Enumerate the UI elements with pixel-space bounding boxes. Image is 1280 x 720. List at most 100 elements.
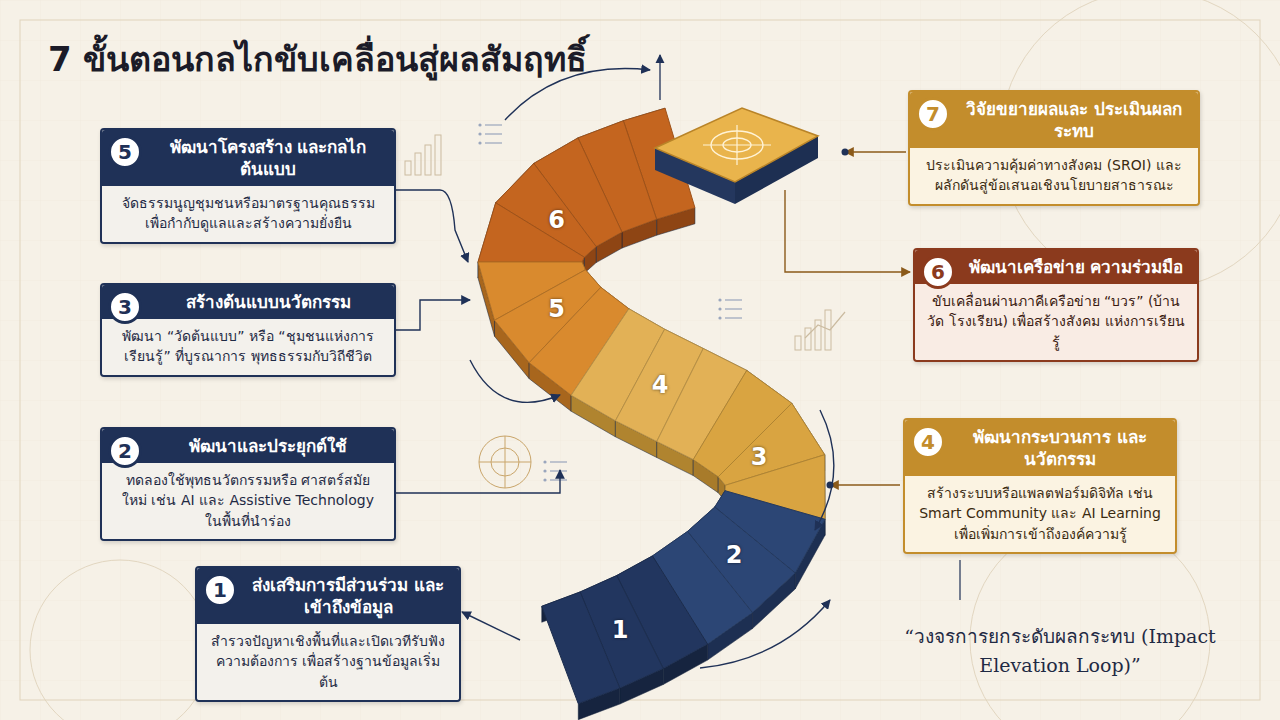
number-circle: 7 (916, 97, 950, 131)
list-dot (718, 307, 721, 310)
stair-step (542, 592, 620, 704)
leader-line (392, 190, 468, 262)
box-heading: พัฒนากระบวนการ และนวัตกรรม (905, 420, 1175, 476)
list-dot (543, 469, 546, 472)
callout-number: 2 (118, 439, 132, 463)
chart-bar (415, 153, 421, 175)
list-line (485, 142, 502, 143)
leader-line (845, 151, 906, 152)
chart-bar (405, 161, 411, 175)
callout-number: 4 (921, 430, 935, 454)
chart-icon (405, 135, 441, 175)
box-body: ขับเคลื่อนผ่านภาคีเครือข่าย “บวร” (บ้าน … (915, 284, 1197, 360)
number-circle: 2 (108, 434, 142, 468)
compass-ring (479, 436, 531, 488)
leader-line (830, 484, 900, 485)
number-circle: 5 (108, 135, 142, 169)
step-number: 3 (751, 443, 768, 471)
title: 7 ขั้นตอนกลไกขับเคลื่อนสู่ผลสัมฤทธิ์ (48, 32, 588, 86)
leader-line (700, 600, 830, 668)
staircase (478, 108, 825, 719)
step-number: 2 (726, 541, 743, 569)
list-icon (543, 460, 567, 481)
target-icon (703, 125, 771, 165)
box-body: ทดลองใช้พุทธนวัตกรรมหรือ ศาสตร์สมัยใหม่ … (102, 463, 394, 539)
step-number: 1 (612, 616, 629, 644)
number-circle: 4 (911, 425, 945, 459)
list-icon (478, 123, 502, 144)
callout-number: 3 (118, 295, 132, 319)
step-box: พัฒนาและประยุกต์ใช้ทดลองใช้พุทธนวัตกรรมห… (100, 427, 396, 541)
list-line (550, 461, 567, 462)
callout-number: 7 (926, 102, 940, 126)
chart-bar (805, 328, 811, 350)
stair-step (478, 203, 584, 262)
leader-line (462, 612, 520, 640)
list-line (485, 124, 502, 125)
list-line (725, 299, 742, 300)
chart-bar (435, 135, 441, 175)
step-box: ส่งเสริมการมีส่วนร่วม และเข้าถึงข้อมูลสำ… (195, 566, 461, 702)
list-dot (718, 298, 721, 301)
list-dot (543, 460, 546, 463)
leader-line (785, 190, 910, 272)
step-box: สร้างต้นแบบนวัตกรรมพัฒนา “วัดต้นแบบ” หรื… (100, 283, 396, 377)
leader-line (815, 410, 834, 530)
caption: “วงจรการยกระดับผลกระทบ (Impact Elevation… (900, 622, 1220, 679)
leader-dot (842, 149, 849, 156)
step-box: พัฒนาเครือข่าย ความร่วมมือขับเคลื่อนผ่าน… (913, 248, 1199, 362)
list-dot (718, 316, 721, 319)
leader-line (392, 470, 560, 493)
box-body: สำรวจปัญหาเชิงพื้นที่และเปิดเวทีรับฟัง ค… (197, 624, 459, 700)
list-line (550, 470, 567, 471)
leader-dot (827, 482, 834, 489)
list-dot (543, 478, 546, 481)
chart-line (805, 312, 845, 338)
chart-bar (795, 336, 801, 350)
number-circle: 1 (203, 573, 237, 607)
box-heading: พัฒนาโครงสร้าง และกลไกต้นแบบ (102, 130, 394, 186)
callout-number: 6 (931, 260, 945, 284)
caption-tick (959, 560, 960, 600)
chart-bar (425, 145, 431, 175)
box-heading: พัฒนาเครือข่าย ความร่วมมือ (915, 250, 1197, 284)
list-line (550, 479, 567, 480)
compass-cross (479, 436, 531, 488)
box-heading: ส่งเสริมการมีส่วนร่วม และเข้าถึงข้อมูล (197, 568, 459, 624)
box-body: จัดธรรมนูญชุมชนหรือมาตรฐานคุณธรรม เพื่อก… (102, 186, 394, 242)
box-body: ประเมินความคุ้มค่าทางสังคม (SROI) และผลั… (910, 148, 1198, 204)
step-number: 5 (548, 295, 565, 323)
step-box: พัฒนาโครงสร้าง และกลไกต้นแบบจัดธรรมนูญชุ… (100, 128, 396, 244)
box-heading: สร้างต้นแบบนวัตกรรม (102, 285, 394, 319)
frame (20, 20, 1260, 700)
callout-number: 5 (118, 140, 132, 164)
step-box: พัฒนากระบวนการ และนวัตกรรมสร้างระบบหรือแ… (903, 418, 1177, 554)
list-dot (478, 123, 481, 126)
list-line (725, 308, 742, 309)
step-box: วิจัยขยายผลและ ประเมินผลกระทบประเมินความ… (908, 90, 1200, 206)
box-heading: วิจัยขยายผลและ ประเมินผลกระทบ (910, 92, 1198, 148)
upward-arrow (659, 55, 660, 100)
box-body: สร้างระบบหรือแพลตฟอร์มดิจิทัล เช่น Smart… (905, 476, 1175, 552)
callout-number: 1 (213, 578, 227, 602)
box-body: พัฒนา “วัดต้นแบบ” หรือ “ชุมชนแห่งการเรีย… (102, 319, 394, 375)
platform-top (655, 108, 818, 182)
list-icon (718, 298, 742, 319)
compass-icon (479, 436, 531, 488)
step-number: 4 (652, 371, 669, 399)
number-circle: 3 (108, 290, 142, 324)
list-dot (478, 132, 481, 135)
leader-line (470, 360, 560, 402)
list-dot (478, 141, 481, 144)
deco-circle (30, 560, 210, 720)
target-cross (703, 125, 771, 165)
list-line (485, 133, 502, 134)
step-number: 6 (548, 206, 565, 234)
number-circle: 6 (921, 255, 955, 289)
box-heading: พัฒนาและประยุกต์ใช้ (102, 429, 394, 463)
leader-line (392, 300, 470, 330)
list-line (725, 317, 742, 318)
